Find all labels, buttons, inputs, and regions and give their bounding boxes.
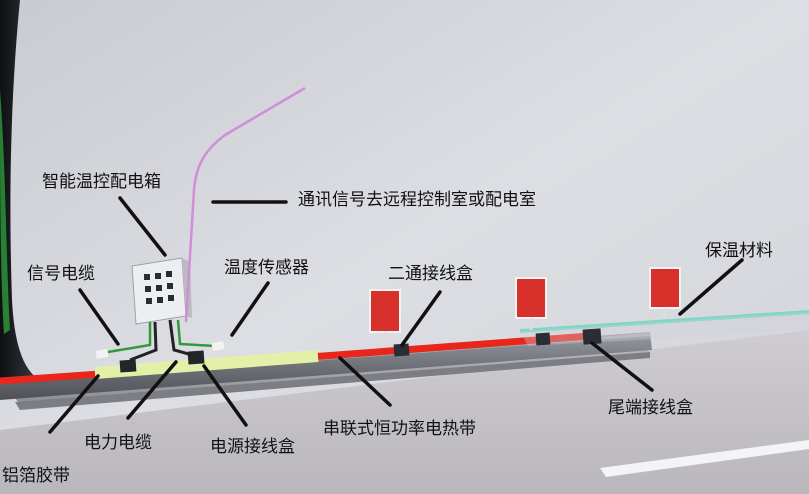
two-way-junction-box-2 (535, 332, 551, 346)
comm-wire (184, 86, 306, 323)
sensor-cable-green (176, 319, 216, 348)
power-cable-black-2 (168, 319, 197, 358)
label-temp-sensor: 温度传感器 (224, 258, 309, 278)
end-junction-box (582, 328, 602, 345)
sign-box-1 (369, 289, 401, 344)
sign-box-3 (649, 267, 681, 318)
leader-signal-cable (78, 288, 120, 346)
label-power-box: 电源接线盒 (210, 437, 295, 457)
leader-end-box (590, 341, 654, 392)
label-control-box: 智能温控配电箱 (42, 172, 161, 192)
label-power-cable: 电力电缆 (84, 433, 152, 453)
leader-foil-tape (48, 374, 100, 434)
leader-power-box (202, 364, 248, 427)
label-comm-signal: 通讯信号去远程控制室或配电室 (298, 190, 536, 210)
tunnel-edge (0, 0, 40, 395)
leader-power-cable (126, 360, 178, 420)
temp-sensor-left (95, 349, 109, 359)
power-cable-black-1 (129, 321, 158, 362)
leader-insulation (678, 258, 744, 316)
leader-two-way-box (400, 290, 442, 347)
temp-sensor-right (211, 341, 225, 351)
signal-cable-green (107, 322, 152, 354)
leader-temp-sensor (230, 281, 270, 337)
tunnel-green-glow (0, 90, 10, 334)
label-end-box: 尾端接线盒 (608, 398, 693, 418)
label-heat-tape: 串联式恒功率电热带 (323, 419, 476, 439)
control-cabinet (131, 257, 192, 325)
heat-tape-left (0, 370, 101, 385)
pipe (0, 332, 652, 400)
two-way-junction-box (393, 343, 410, 357)
road-marking (600, 440, 809, 477)
leader-control-box (118, 196, 167, 257)
cable-tray-lip (15, 352, 650, 410)
sign-box-2 (515, 277, 547, 330)
power-junction-box-2 (119, 359, 137, 373)
floor-surface (0, 330, 809, 494)
insulation-strip (519, 310, 809, 333)
label-insulation: 保温材料 (705, 241, 773, 261)
label-two-way-box: 二通接线盒 (388, 264, 473, 284)
label-signal-cable: 信号电缆 (27, 264, 95, 284)
leader-heat-tape (338, 356, 392, 407)
power-junction-box (187, 350, 205, 365)
label-foil-tape: 铝箔胶带 (2, 466, 70, 486)
